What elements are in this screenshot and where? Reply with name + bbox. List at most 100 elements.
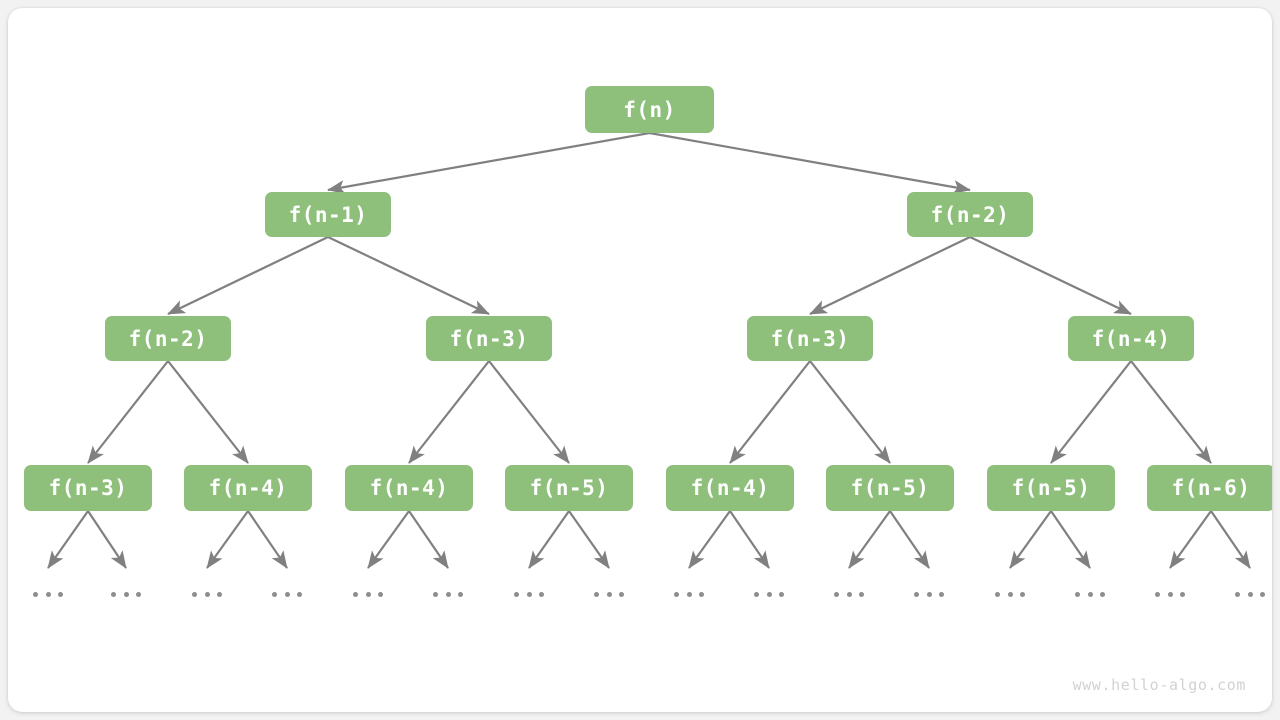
ellipsis-dot (834, 591, 839, 597)
ellipsis-dot (619, 591, 624, 597)
ellipsis-e4 (353, 591, 383, 597)
tree-node-n4[interactable]: f(n-3) (426, 316, 552, 361)
edge-n2-n5 (809, 236, 971, 315)
ellipsis-dot (58, 591, 63, 597)
tree-node-label: f(n-1) (288, 202, 368, 227)
ellipsis-dot (1020, 591, 1025, 597)
ellipsis-dot (272, 591, 277, 597)
tree-edges (87, 131, 1212, 464)
ellipsis-e15 (1235, 591, 1265, 597)
edge-n0-n2 (649, 131, 971, 195)
edge-n3-n7 (87, 360, 169, 464)
tree-node-label: f(n-3) (48, 476, 128, 500)
ellipsis-dot (445, 591, 451, 597)
edge-n2-n6 (969, 236, 1132, 315)
ellipsis-dot (1235, 591, 1240, 597)
tree-node-label: f(n-6) (1171, 476, 1251, 500)
ellipsis-dot (594, 591, 599, 597)
tree-node-label: f(n-4) (208, 476, 288, 500)
ellipsis-e7 (594, 591, 624, 597)
ellipsis-e13 (1075, 591, 1105, 597)
tree-node-label: f(n-5) (850, 476, 930, 500)
ellipsis-dot (674, 591, 679, 597)
ellipsis-dot (45, 591, 51, 597)
tree-node-label: f(n-5) (1011, 476, 1091, 500)
leaf-stub-edge-1 (87, 510, 127, 569)
tree-node-n13[interactable]: f(n-5) (987, 465, 1115, 511)
ellipsis-e3 (272, 591, 302, 597)
leaf-stub-edge-10 (848, 510, 891, 569)
ellipsis-dot (1100, 591, 1105, 597)
edge-n1-n4 (327, 236, 490, 315)
tree-node-n3[interactable]: f(n-2) (105, 316, 231, 361)
tree-node-n8[interactable]: f(n-4) (184, 465, 312, 511)
ellipsis-dot (284, 591, 290, 597)
leaf-stub-edge-0 (47, 510, 89, 569)
tree-node-n6[interactable]: f(n-4) (1068, 316, 1194, 361)
tree-node-n5[interactable]: f(n-3) (747, 316, 873, 361)
ellipsis-dot (33, 591, 38, 597)
ellipsis-dot (754, 591, 759, 597)
tree-node-n10[interactable]: f(n-5) (505, 465, 633, 511)
edge-n1-n3 (167, 236, 329, 315)
leaf-stub-edge-12 (1009, 510, 1052, 569)
tree-node-n12[interactable]: f(n-5) (826, 465, 954, 511)
ellipsis-dot (1167, 591, 1173, 597)
leaf-stub-edge-6 (528, 510, 570, 569)
leaf-stub-edge-9 (729, 510, 770, 569)
ellipsis-dot (1155, 591, 1160, 597)
ellipsis-e10 (834, 591, 864, 597)
ellipsis-dot (606, 591, 612, 597)
ellipsis-e8 (674, 591, 704, 597)
ellipsis-dot (699, 591, 704, 597)
leaf-stub-edge-13 (1050, 510, 1091, 569)
ellipsis-e9 (754, 591, 784, 597)
tree-node-label: f(n-2) (128, 326, 208, 351)
ellipsis-dot (859, 591, 864, 597)
tree-node-n0[interactable]: f(n) (585, 86, 714, 133)
ellipsis-dot (1007, 591, 1013, 597)
leaf-stub-edge-3 (247, 510, 288, 569)
ellipsis-e12 (995, 591, 1025, 597)
ellipsis-dot (526, 591, 532, 597)
ellipsis-e5 (433, 591, 463, 597)
ellipsis-dot (514, 591, 519, 597)
watermark: www.hello-algo.com (1072, 676, 1246, 694)
tree-node-label: f(n-4) (690, 476, 770, 500)
tree-node-n11[interactable]: f(n-4) (666, 465, 794, 511)
edge-n5-n12 (809, 360, 891, 464)
ellipsis-dot (1247, 591, 1253, 597)
tree-node-n9[interactable]: f(n-4) (345, 465, 473, 511)
ellipsis-dot (926, 591, 932, 597)
tree-node-n1[interactable]: f(n-1) (265, 192, 391, 237)
edge-n4-n9 (408, 360, 490, 464)
tree-node-n7[interactable]: f(n-3) (24, 465, 152, 511)
ellipsis-dot (686, 591, 692, 597)
leaf-stub-edge-5 (408, 510, 449, 569)
edge-n0-n1 (327, 131, 650, 195)
ellipsis-dot (539, 591, 544, 597)
ellipsis-dot (458, 591, 463, 597)
ellipsis-dot (1180, 591, 1185, 597)
tree-node-label: f(n-4) (1091, 326, 1171, 351)
ellipsis-dot (1260, 591, 1265, 597)
ellipsis-dot (433, 591, 438, 597)
tree-node-n14[interactable]: f(n-6) (1147, 465, 1272, 511)
ellipsis-e0 (33, 591, 63, 597)
leaf-stub-edge-14 (1169, 510, 1212, 569)
ellipsis-dot (297, 591, 302, 597)
ellipsis-e14 (1155, 591, 1185, 597)
ellipsis-dot (939, 591, 944, 597)
tree-node-n2[interactable]: f(n-2) (907, 192, 1033, 237)
leaf-stub-edge-7 (568, 510, 610, 569)
ellipsis-dot (123, 591, 129, 597)
ellipsis-dot (111, 591, 116, 597)
tree-node-label: f(n-2) (930, 202, 1010, 227)
ellipsis-dot (378, 591, 383, 597)
tree-node-label: f(n-5) (529, 476, 609, 500)
edge-n4-n10 (488, 360, 570, 464)
tree-node-label: f(n-3) (770, 326, 850, 351)
edge-n6-n13 (1050, 360, 1132, 464)
tree-node-label: f(n) (623, 97, 676, 122)
